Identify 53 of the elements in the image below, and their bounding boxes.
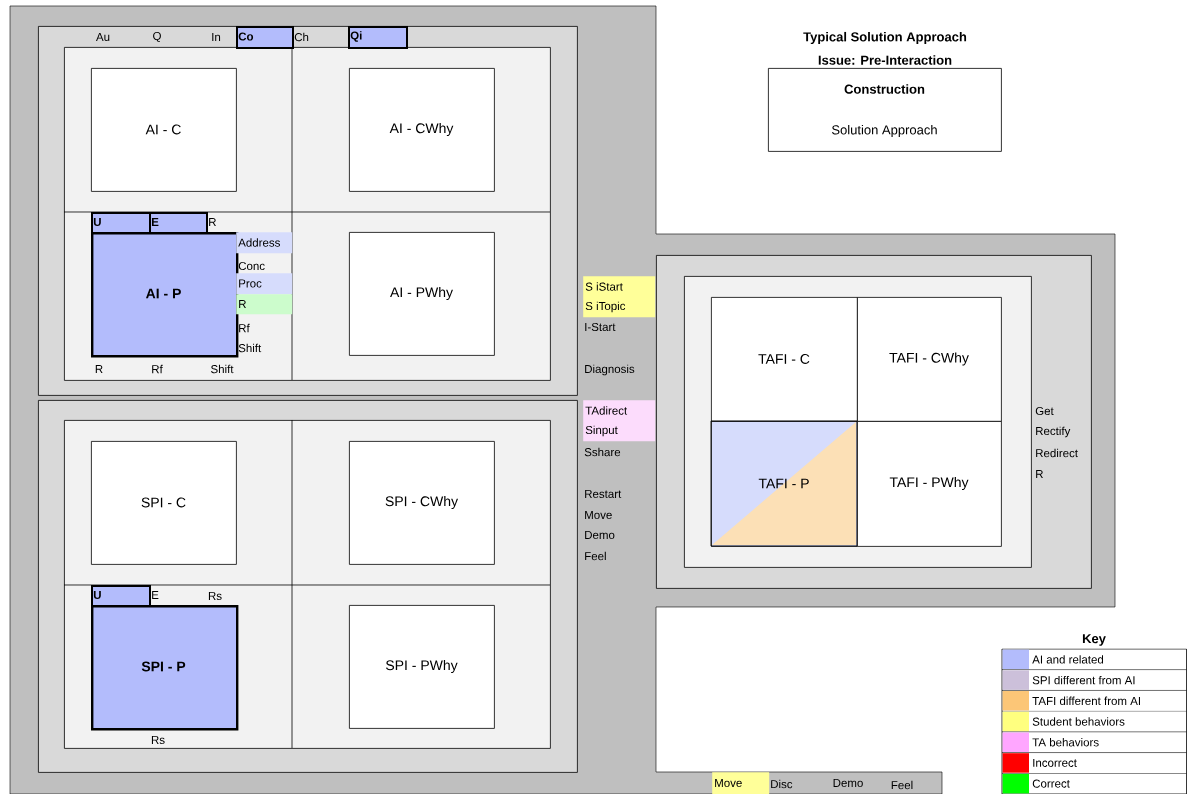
label: Q bbox=[153, 31, 161, 43]
cell-box: AI - C bbox=[91, 68, 237, 192]
cell-box: AI - PWhy bbox=[349, 232, 495, 356]
cell-box: SPI - CWhy bbox=[349, 441, 495, 565]
label: Rf bbox=[239, 323, 250, 333]
legend-text: Student behaviors bbox=[1032, 717, 1125, 726]
label: Feel bbox=[585, 551, 606, 561]
label: Demo bbox=[833, 779, 863, 787]
cell-box: TAFI - C bbox=[711, 297, 858, 422]
label: Au bbox=[96, 33, 110, 41]
label: Diagnosis bbox=[585, 364, 635, 376]
tab-box: Co bbox=[236, 26, 294, 49]
label: R bbox=[1036, 470, 1043, 478]
tab-box: U bbox=[91, 212, 151, 234]
highlight-band: S iStart S iTopic bbox=[583, 276, 656, 318]
cell-box: AI - P bbox=[91, 232, 239, 358]
split-cell-box: TAFI - P bbox=[710, 420, 858, 547]
legend-text: TA behaviors bbox=[1032, 738, 1099, 747]
approach-box: Construction Solution Approach bbox=[768, 68, 1002, 152]
cell-box: SPI - C bbox=[91, 441, 237, 565]
label: Demo bbox=[585, 531, 615, 539]
legend-text: AI and related bbox=[1032, 655, 1104, 664]
legend-text: SPI different from AI bbox=[1032, 675, 1135, 685]
title: Typical Solution Approach bbox=[803, 31, 967, 45]
label: Rectify bbox=[1036, 426, 1071, 438]
label: Conc bbox=[238, 261, 265, 271]
cell-box: AI - CWhy bbox=[349, 68, 495, 192]
label: Feel bbox=[891, 780, 913, 790]
label: In bbox=[212, 33, 221, 41]
cell-box: SPI - PWhy bbox=[349, 605, 495, 729]
label: Restart bbox=[585, 490, 622, 498]
highlight-label: Move bbox=[712, 772, 770, 794]
cell-box: TAFI - CWhy bbox=[857, 297, 1002, 422]
label: Shift bbox=[238, 343, 262, 353]
cell-box: TAFI - PWhy bbox=[857, 421, 1002, 547]
tab-box: U bbox=[91, 585, 151, 607]
cell-box: SPI - P bbox=[91, 605, 239, 731]
label: E bbox=[152, 591, 159, 599]
tab-box: E bbox=[149, 212, 208, 234]
legend-text: Incorrect bbox=[1033, 758, 1077, 767]
highlight-label: Address bbox=[236, 232, 293, 254]
label: Move bbox=[585, 511, 612, 519]
legend-text: TAFI different from AI bbox=[1032, 696, 1140, 705]
legend-text: Correct bbox=[1032, 779, 1070, 788]
label: Rs bbox=[208, 592, 222, 600]
highlight-label: Proc bbox=[236, 273, 293, 295]
tab-box: Qi bbox=[348, 26, 408, 49]
label: Get bbox=[1035, 406, 1054, 416]
legend-title: Key bbox=[1082, 634, 1106, 646]
label: Redirect bbox=[1036, 448, 1078, 458]
highlight-band: TAdirect Sinput bbox=[583, 400, 656, 442]
highlight-label: R bbox=[236, 294, 293, 315]
label: R bbox=[209, 218, 216, 226]
